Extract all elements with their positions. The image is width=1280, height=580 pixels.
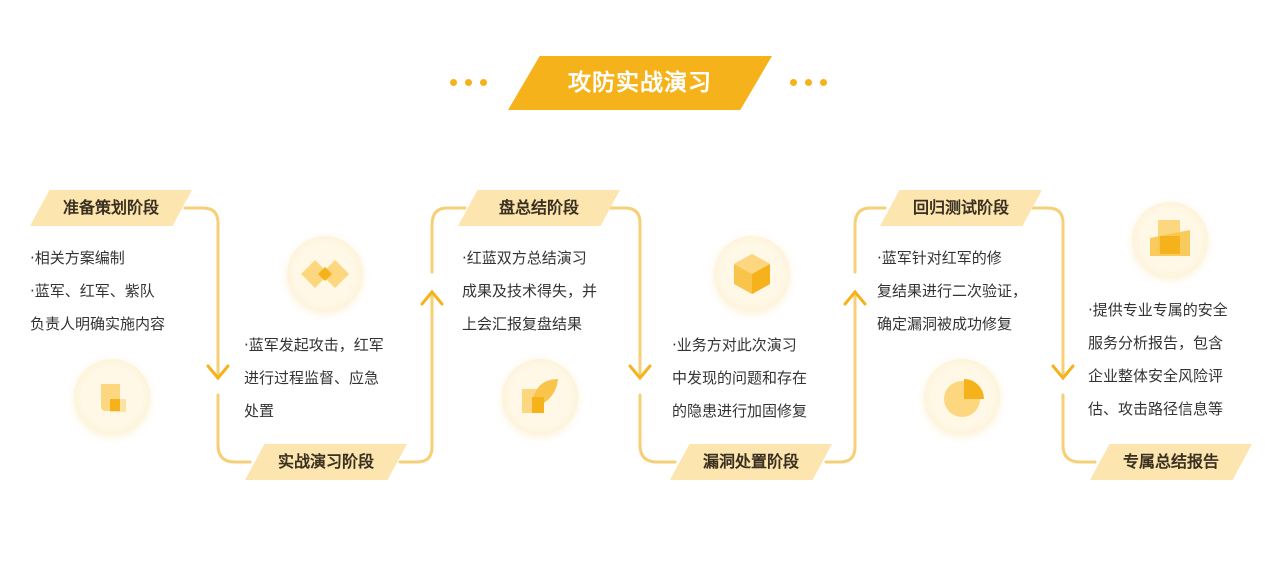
desc-line: 进行过程监督、应急 [244,369,380,387]
stage-label-live-drill: 实战演习阶段 [245,444,407,480]
desc-line: ·蓝军发起攻击，红军 [244,336,384,354]
stage-label-text: 准备策划阶段 [62,198,159,217]
desc-line: 复结果进行二次验证， [877,282,1028,300]
stage-label-text: 盘总结阶段 [498,198,579,217]
desc-line: 的隐患进行加固修复 [672,402,808,420]
arrow-down-icon [1051,364,1075,381]
stage-label-report: 专属总结报告 [1090,444,1252,480]
stage-description-report: ·提供专业专属的安全服务分析报告，包含企业整体安全风险评估、攻击路径信息等 [1088,294,1228,426]
stage-description-live-drill: ·蓝军发起攻击，红军进行过程监督、应急处置 [244,329,384,428]
desc-line: ·业务方对此次演习 [672,336,797,354]
page-title: 攻防实战演习 [568,70,712,96]
decorative-dots-left [450,79,487,86]
desc-line: 企业整体安全风险评 [1088,367,1224,385]
desc-line: 负责人明确实施内容 [30,315,166,333]
stage-description-review: ·红蓝双方总结演习成果及技术得失，并上会汇报复盘结果 [462,242,597,341]
desc-line: ·提供专业专属的安全 [1088,301,1228,319]
connector-3-bottom [638,393,677,464]
connector-2-up [398,294,434,464]
desc-line: 服务分析报告，包含 [1088,334,1224,352]
connector-4-top [853,206,887,274]
connector-2-top [430,206,467,274]
arrow-up-icon [420,289,444,306]
arrow-down-icon [206,364,230,381]
connector-1-down [183,206,220,378]
connector-5-bottom [1061,393,1097,464]
pie-icon [924,359,1000,435]
stage-label-text: 漏洞处置阶段 [702,452,799,471]
stage-description-vuln-handling: ·业务方对此次演习中发现的问题和存在的隐患进行加固修复 [672,329,807,428]
desc-line: 估、攻击路径信息等 [1088,400,1224,418]
stage-label-planning: 准备策划阶段 [30,190,192,226]
desc-line: ·相关方案编制 [30,249,125,267]
diamonds-icon [287,236,363,312]
stage-description-regression: ·蓝军针对红军的修复结果进行二次验证， 确定漏洞被成功修复 [877,242,1027,341]
desc-line: 成果及技术得失，并 [462,282,598,300]
report-blocks-icon [1132,202,1208,278]
decorative-dots-right [790,79,827,86]
arrow-down-icon [628,364,652,381]
arrow-up-icon [843,289,867,306]
title-banner: 攻防实战演习 [508,56,772,110]
desc-line: ·蓝军针对红军的修 [877,249,1002,267]
desc-line: ·蓝军、红军、紫队 [30,282,155,300]
stage-description-planning: ·相关方案编制 ·蓝军、红军、紫队负责人明确实施内容 [30,242,165,341]
connector-1-bottom [216,393,252,464]
desc-line: 中发现的问题和存在 [672,369,808,387]
stage-label-text: 实战演习阶段 [277,452,374,471]
cube-icon [714,236,790,312]
desc-line: 处置 [244,402,275,420]
stage-label-review: 盘总结阶段 [458,190,620,226]
stage-label-text: 专属总结报告 [1122,452,1219,471]
desc-line: 确定漏洞被成功修复 [877,315,1013,333]
connector-3-down [606,206,642,378]
feather-note-icon [502,359,578,435]
stage-label-text: 回归测试阶段 [912,198,1009,217]
document-icon [74,359,150,435]
connector-5-down [1031,206,1065,378]
stage-label-vuln-handling: 漏洞处置阶段 [670,444,832,480]
desc-line: 上会汇报复盘结果 [462,315,583,333]
desc-line: ·红蓝双方总结演习 [462,249,587,267]
stage-label-regression: 回归测试阶段 [880,190,1042,226]
connector-4-up [824,294,857,464]
